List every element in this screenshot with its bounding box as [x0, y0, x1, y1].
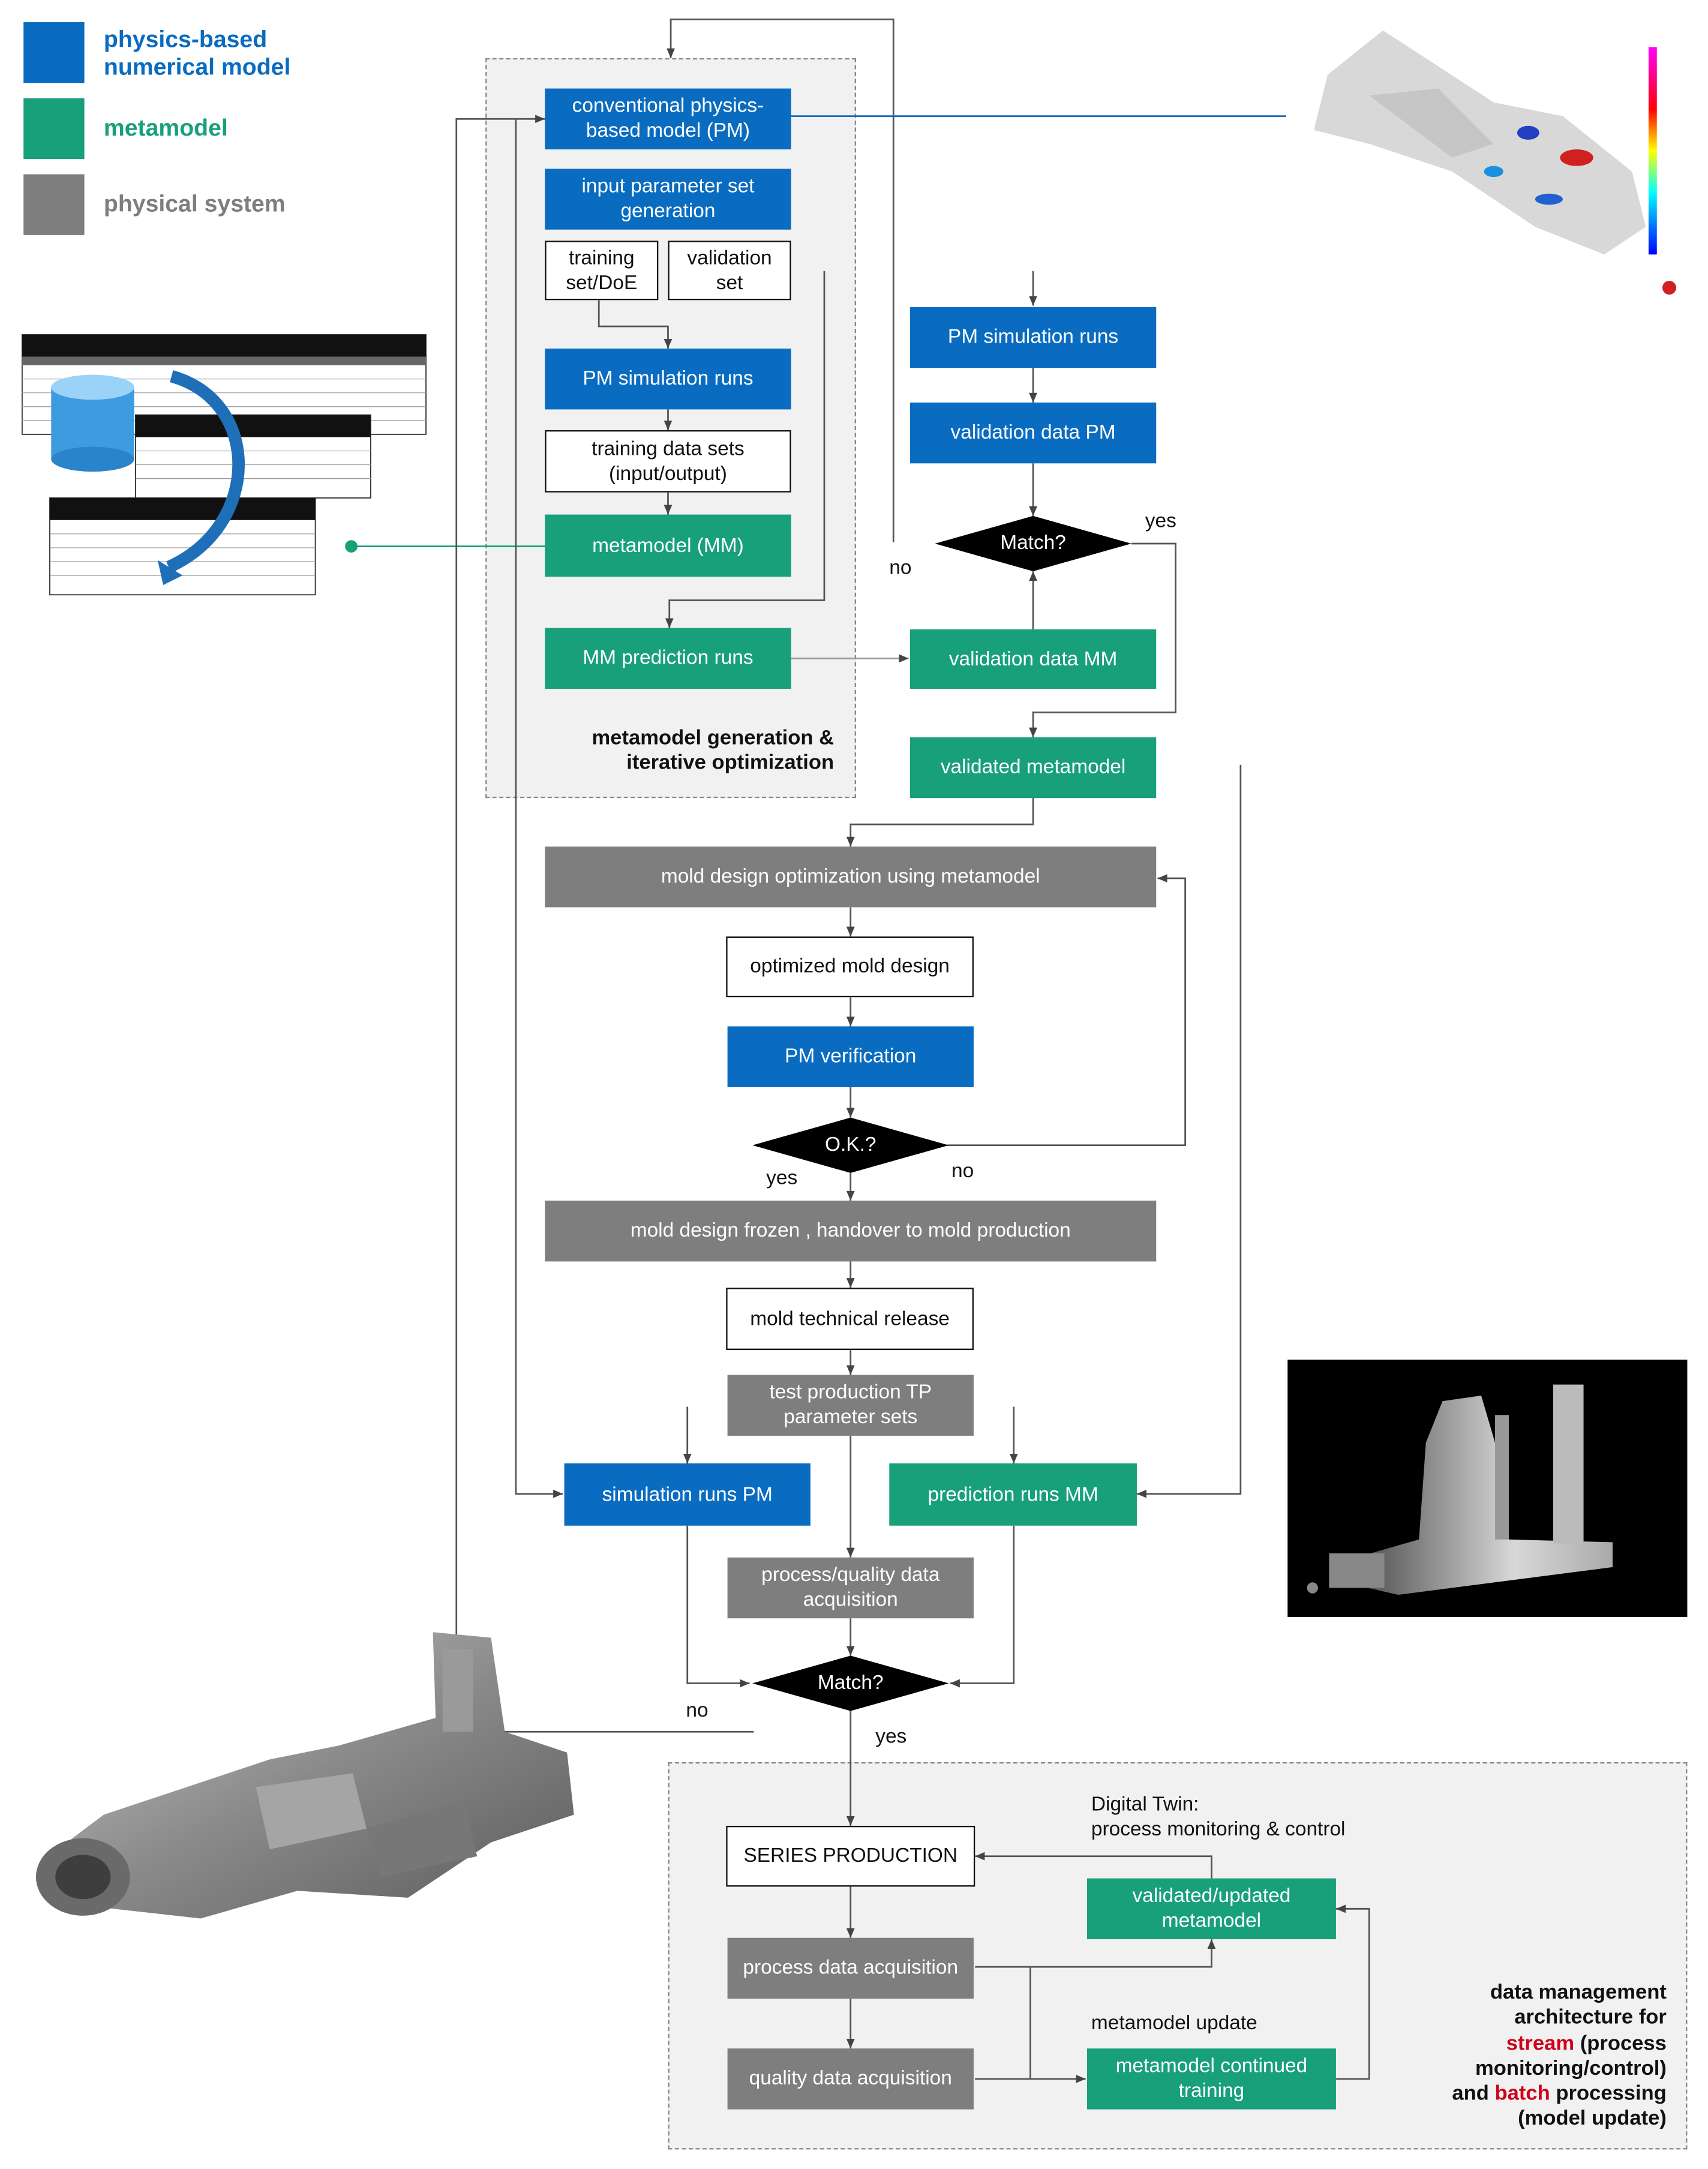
- node-validation-data-mm: validation data MM: [909, 629, 1157, 689]
- node-input-parameter-set: input parameter set generation: [545, 169, 791, 230]
- legend-label-physical-system: physical system: [103, 191, 286, 217]
- label-top-no: no: [889, 557, 912, 580]
- label-ok-yes: yes: [766, 1167, 798, 1190]
- generation-region-caption: metamodel generation & iterative optimiz…: [592, 726, 835, 775]
- legend-swatch-physics: [23, 22, 85, 83]
- node-pm-simulation-runs-right: PM simulation runs: [909, 307, 1157, 368]
- simulation-result-image: [1286, 19, 1691, 299]
- diamond-shape: [935, 515, 1131, 572]
- caption-line-5: and batch processing: [1397, 2081, 1667, 2107]
- caption-stream: stream: [1506, 2031, 1575, 2055]
- label-top-yes: yes: [1145, 510, 1176, 533]
- node-series-production: SERIES PRODUCTION: [726, 1825, 975, 1887]
- caption-line-2: architecture for: [1514, 2006, 1667, 2030]
- legend-label-physics: physics-based numerical model: [103, 26, 291, 80]
- caption-line-3-rest: (process: [1580, 2031, 1667, 2055]
- node-metamodel: metamodel (MM): [545, 514, 791, 577]
- legend-swatch-physical-system: [23, 174, 85, 235]
- database-icon: [21, 334, 427, 596]
- caption-line-1: data management: [1490, 1981, 1667, 2005]
- caption-batch: batch: [1494, 2081, 1550, 2106]
- node-validated-updated-metamodel: validated/updated metamodel: [1086, 1878, 1336, 1940]
- node-mold-technical-release: mold technical release: [726, 1288, 974, 1350]
- node-metamodel-continued-training: metamodel continued training: [1086, 2048, 1336, 2110]
- decision-match-bottom-label: Match?: [817, 1672, 884, 1694]
- simulation-render: [1314, 30, 1677, 295]
- node-validated-metamodel: validated metamodel: [909, 737, 1157, 799]
- annotation-process-monitoring: process monitoring & control: [1091, 1819, 1346, 1841]
- legend-swatch-metamodel: [23, 98, 85, 160]
- node-mold-design-frozen: mold design frozen , handover to mold pr…: [545, 1201, 1157, 1262]
- label-bottom-yes: yes: [875, 1726, 907, 1748]
- node-optimized-mold-design: optimized mold design: [726, 936, 974, 998]
- annotation-metamodel-update: metamodel update: [1091, 2012, 1257, 2035]
- cast-part-render: [35, 1632, 574, 1919]
- decision-match-bottom: Match?: [752, 1655, 949, 1711]
- label-bottom-no: no: [686, 1700, 709, 1723]
- diamond-shape: [752, 1117, 949, 1173]
- node-pm-simulation-runs-left: PM simulation runs: [545, 348, 791, 410]
- node-validation-data-pm: validation data PM: [909, 402, 1157, 464]
- node-training-set: training set/DoE: [545, 241, 659, 301]
- caption-line-6: (model update): [1518, 2107, 1667, 2131]
- node-mm-prediction-runs: MM prediction runs: [545, 628, 791, 689]
- caption-line-3: stream (process: [1397, 2032, 1667, 2057]
- node-mold-design-optimization: mold design optimization using metamodel: [545, 846, 1157, 908]
- xray-casting-image: [1287, 1360, 1688, 1617]
- caption-and: and: [1452, 2081, 1489, 2106]
- legend-label-metamodel: metamodel: [103, 115, 228, 142]
- diamond-shape: [752, 1655, 949, 1711]
- node-training-data-sets: training data sets (input/output): [545, 430, 791, 493]
- node-validation-set: validation set: [668, 241, 791, 301]
- xray-render: [1307, 1384, 1613, 1595]
- node-simulation-runs-pm: simulation runs PM: [564, 1463, 811, 1526]
- decision-ok: O.K.?: [752, 1117, 949, 1173]
- cast-part-photo: [21, 1621, 588, 1942]
- database-tables-illustration: [19, 332, 434, 602]
- node-prediction-runs-mm: prediction runs MM: [889, 1463, 1137, 1526]
- caption-line-4: monitoring/control): [1475, 2056, 1667, 2080]
- node-test-production: test production TP parameter sets: [727, 1375, 974, 1436]
- node-conventional-pm: conventional physics-based model (PM): [545, 88, 791, 149]
- decision-match-top-label: Match?: [1000, 532, 1066, 555]
- decision-ok-label: O.K.?: [825, 1134, 876, 1157]
- caption-line-5-rest: processing: [1556, 2081, 1667, 2106]
- data-management-caption: data management architecture for stream …: [1397, 1981, 1667, 2132]
- node-process-data-acquisition: process data acquisition: [727, 1937, 974, 1999]
- node-process-quality-data: process/quality data acquisition: [727, 1557, 974, 1619]
- decision-match-top: Match?: [935, 515, 1131, 572]
- node-pm-verification: PM verification: [727, 1026, 974, 1087]
- label-ok-no: no: [951, 1160, 974, 1183]
- annotation-digital-twin: Digital Twin:: [1091, 1793, 1199, 1816]
- node-quality-data-acquisition: quality data acquisition: [727, 2048, 974, 2110]
